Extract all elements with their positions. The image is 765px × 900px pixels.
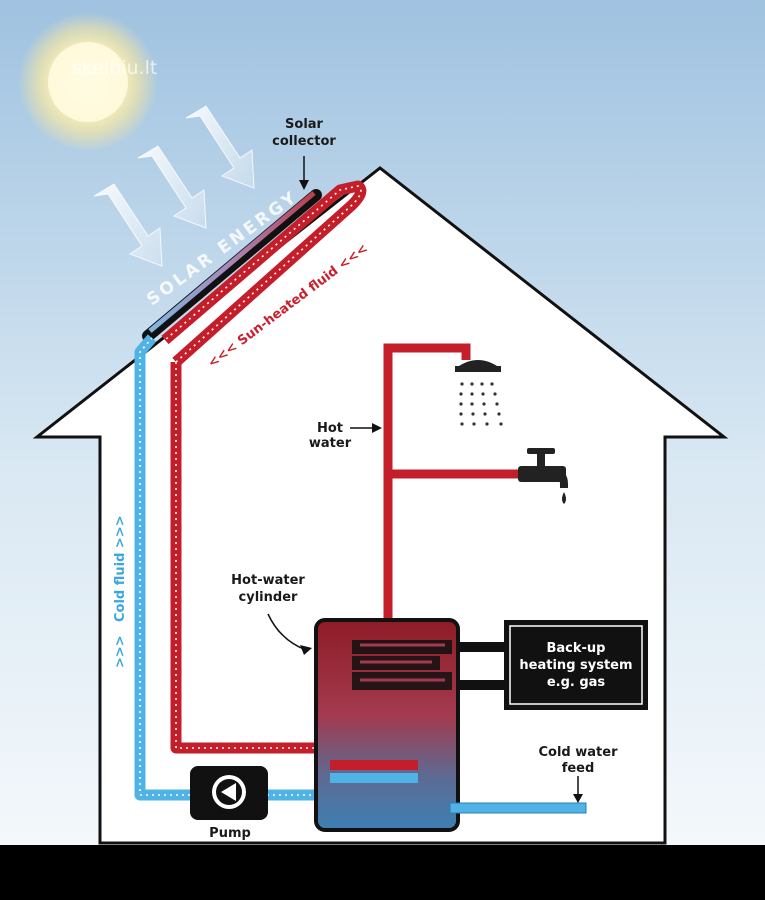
pump-icon — [190, 766, 268, 820]
backup-heating-pipes — [452, 642, 508, 690]
hot-water-label-line1: Hot — [317, 421, 343, 436]
hot-water-cylinder — [314, 618, 460, 832]
ground-band — [0, 845, 765, 900]
backup-heating-box — [504, 620, 648, 710]
hot-water-label-line2: water — [309, 436, 352, 451]
watermark-text: skelbiu.lt — [72, 57, 157, 79]
tank-solar-coil — [330, 760, 418, 783]
label-leader-arrows — [267, 156, 583, 803]
solar-collector-label-line1: Solar — [285, 117, 324, 132]
cold-fluid-label: Cold fluid >>> — [113, 515, 128, 622]
cold-feed-label-line1: Cold water — [539, 745, 619, 760]
solar-collector-label-line2: collector — [272, 134, 336, 149]
solar-collector-panel — [142, 189, 322, 342]
backup-label-line2: heating system — [519, 658, 632, 673]
hot-water-pipes — [383, 343, 522, 618]
cold-fluid-arrows-label: >>> — [113, 635, 128, 668]
tap-faucet-icon — [518, 448, 568, 504]
pump-label: Pump — [209, 826, 251, 841]
solar-energy-arrows — [93, 105, 255, 267]
sun-icon — [18, 12, 158, 152]
cold-water-feed-pipe — [449, 802, 587, 814]
backup-label-line1: Back-up — [547, 641, 606, 656]
shower-head-icon — [455, 360, 503, 426]
cold-feed-label-line2: feed — [562, 761, 595, 776]
cylinder-label-line1: Hot-water — [231, 573, 305, 588]
backup-label-line3: e.g. gas — [547, 675, 606, 690]
cylinder-label-line2: cylinder — [239, 590, 298, 605]
